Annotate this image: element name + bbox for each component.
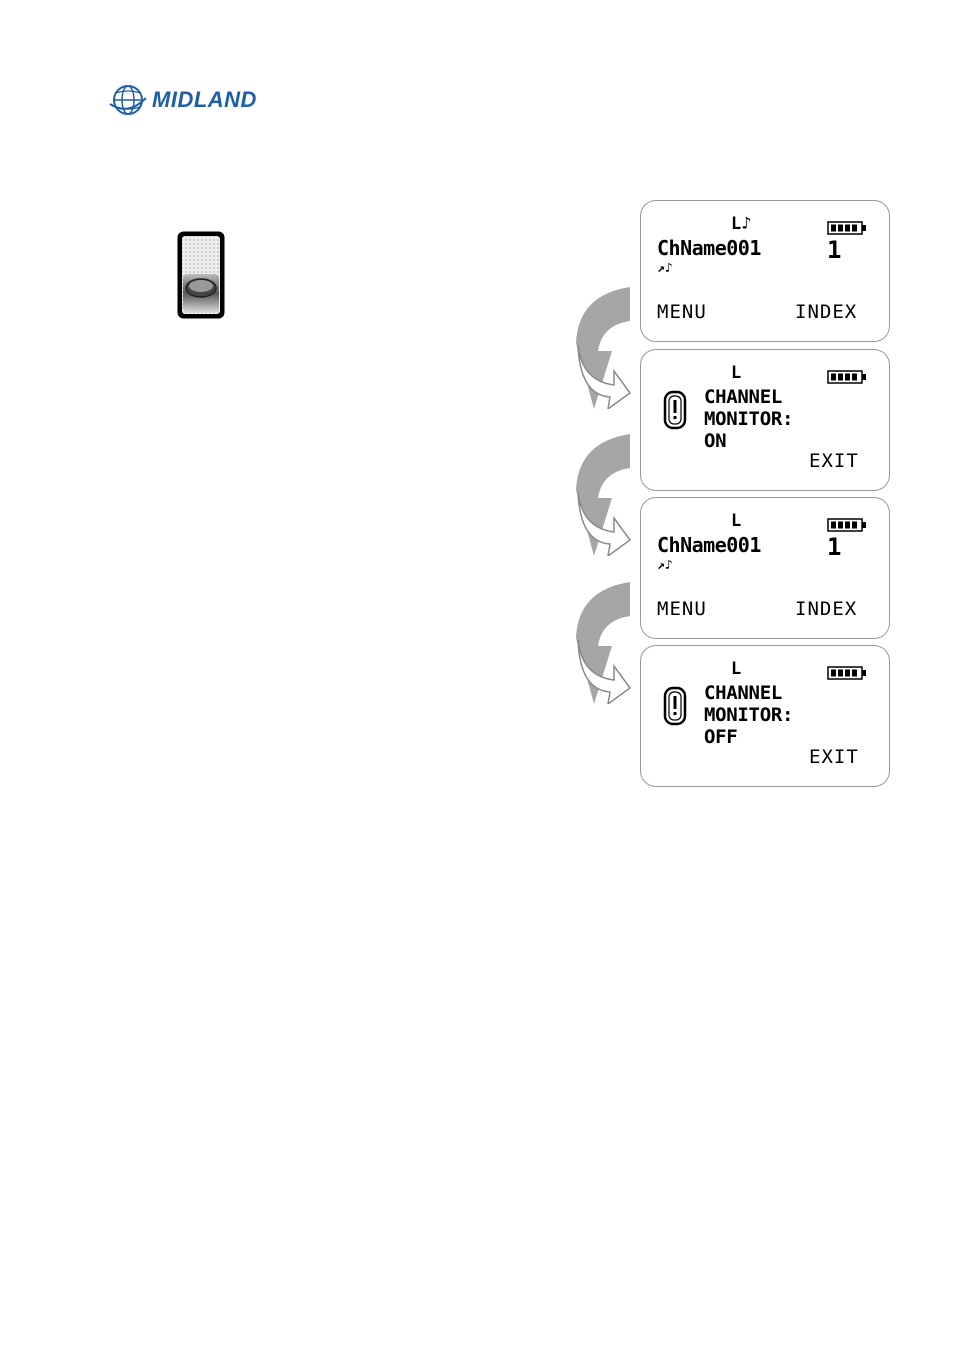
monitor-key-icon [176,230,226,320]
channel-number: 1 [827,236,841,264]
battery-icon [827,221,867,235]
battery-icon [827,518,867,532]
alert-icon [663,686,687,726]
curved-arrow-icon [572,432,636,556]
mode-indicator: L [731,659,741,679]
menu-softkey: MENU [657,598,707,620]
lcd-screen-monitor-on: L CHANNEL MONITOR: ON EXIT [640,349,890,491]
alert-icon [663,390,687,430]
battery-icon [827,666,867,680]
globe-icon [108,80,148,120]
message-line-2: MONITOR: [704,408,793,430]
logo-wordmark: MIDLAND [152,86,257,114]
mode-indicator: L [731,363,741,383]
exit-softkey: EXIT [809,746,859,768]
message-line-1: CHANNEL [704,386,782,408]
mode-indicator: L [731,511,741,531]
exit-softkey: EXIT [809,450,859,472]
mode-indicator: L♪ [731,214,751,234]
message-line-3: OFF [704,726,737,748]
lcd-screen-home: L♪ ChName001 1 ↗♪ MENU INDEX [640,200,890,342]
message-line-3: ON [704,430,726,452]
lcd-screen-monitor-off: L CHANNEL MONITOR: OFF EXIT [640,645,890,787]
curved-arrow-icon [572,580,636,704]
status-symbols: ↗♪ [657,261,673,276]
message-line-1: CHANNEL [704,682,782,704]
index-softkey: INDEX [795,598,857,620]
channel-name: ChName001 [657,236,761,260]
message-line-2: MONITOR: [704,704,793,726]
midland-logo: MIDLAND [108,80,300,120]
channel-number: 1 [827,533,841,561]
curved-arrow-icon [572,285,636,409]
lcd-screen-home: L ChName001 1 ↗♪ MENU INDEX [640,497,890,639]
menu-softkey: MENU [657,301,707,323]
battery-icon [827,370,867,384]
channel-name: ChName001 [657,533,761,557]
status-symbols: ↗♪ [657,558,673,573]
index-softkey: INDEX [795,301,857,323]
